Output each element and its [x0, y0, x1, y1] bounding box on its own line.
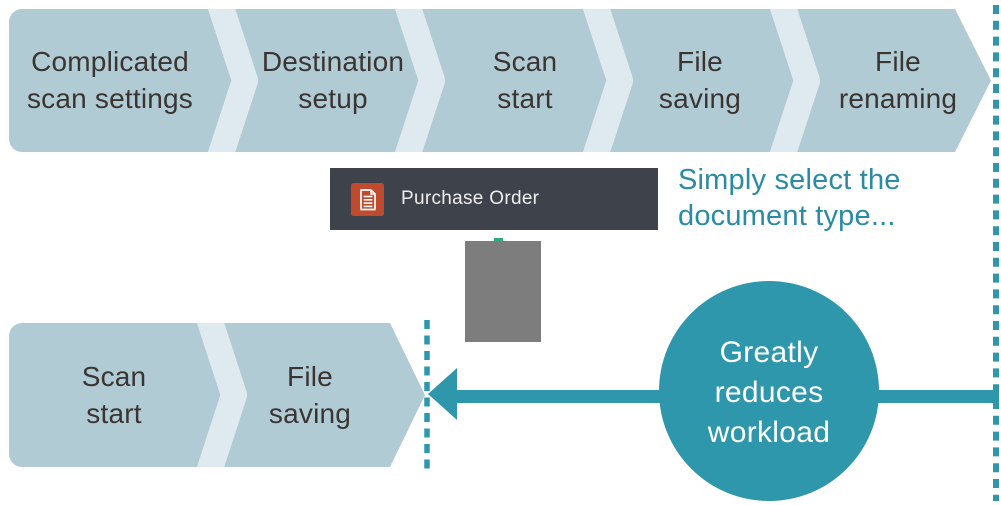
chevron-separator-icon: [392, 9, 445, 152]
after-banner-chevron-separators: [194, 323, 247, 467]
after-step-file-saving: File saving: [268, 361, 352, 429]
chevron-separator-icon: [580, 9, 633, 152]
chevron-separator-icon: [194, 323, 247, 467]
green-indicator: [494, 238, 503, 241]
reduction-arrow-head-icon: [428, 368, 457, 420]
before-step-destination-setup: Destination setup: [261, 46, 405, 114]
before-step-file-saving: File saving: [658, 46, 742, 114]
purchase-order-document-icon: [351, 182, 384, 216]
benefit-circle-shape: [659, 281, 879, 501]
purchase-order-button[interactable]: Purchase Order: [330, 168, 658, 230]
before-step-scan-start: Scan start: [492, 46, 558, 114]
chevron-separator-icon: [205, 9, 258, 152]
before-banner-arrow-shape: [9, 9, 991, 152]
before-banner-chevron-separators: [205, 9, 820, 152]
purchase-order-label: Purchase Order: [401, 188, 540, 209]
grayed-image-placeholder: [465, 241, 541, 342]
after-step-scan-start: Scan start: [81, 361, 147, 429]
chevron-separator-icon: [767, 9, 820, 152]
before-step-complicated-scan-settings: Complicated scan settings: [26, 46, 194, 114]
benefit-circle-text: Greatly reduces workload: [707, 336, 831, 449]
callout-simply-select: Simply select the document type...: [678, 164, 901, 232]
after-banner-arrow-shape: [9, 323, 425, 467]
before-step-file-renaming: File renaming: [838, 46, 958, 114]
